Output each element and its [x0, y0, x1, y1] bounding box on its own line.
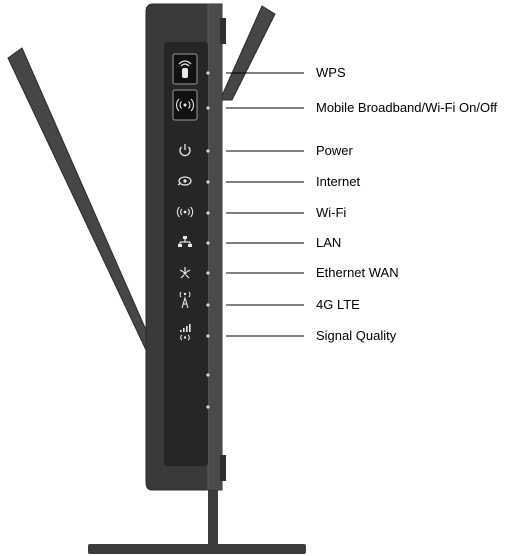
- callout-label: Wi-Fi: [316, 205, 347, 220]
- callout-label: Mobile Broadband/Wi-Fi On/Off: [316, 100, 498, 115]
- led-wps: [206, 71, 210, 75]
- wps-button-icon: [178, 60, 192, 78]
- right-antenna: [219, 5, 276, 101]
- led-unlabeled-2: [206, 405, 210, 409]
- led-signal-quality: [206, 334, 210, 338]
- callout-label: WPS: [316, 65, 346, 80]
- callout-label: 4G LTE: [316, 297, 360, 312]
- callout-label: Internet: [316, 174, 361, 189]
- led-wifi: [206, 211, 210, 215]
- callout-label: Power: [316, 143, 353, 158]
- internet-icon: [177, 176, 192, 186]
- callout-label: Ethernet WAN: [316, 265, 399, 280]
- hinge-top: [220, 18, 226, 44]
- lte-icon: [179, 291, 191, 309]
- wifi-toggle-button-icon: [175, 98, 195, 112]
- callout-label: LAN: [316, 235, 342, 250]
- led-wifi-toggle: [206, 106, 210, 110]
- wifi-toggle-button[interactable]: [172, 89, 198, 121]
- led-internet: [206, 180, 210, 184]
- left-antenna: [7, 47, 147, 351]
- led-power: [206, 149, 210, 153]
- router-side-edge: [208, 4, 222, 490]
- power-icon: [179, 144, 191, 157]
- front-panel: [164, 42, 208, 466]
- callout-label: Signal Quality: [316, 328, 397, 343]
- callout-lines: [226, 72, 304, 337]
- ethernet-wan-icon: [179, 267, 191, 279]
- led-unlabeled-1: [206, 373, 210, 377]
- led-ethernet-wan: [206, 271, 210, 275]
- stand-base: [88, 544, 306, 554]
- signal-quality-icon: [180, 324, 191, 341]
- lan-icon: [178, 236, 192, 247]
- hinge-bottom: [220, 455, 226, 481]
- led-lte: [206, 303, 210, 307]
- led-indicators: [206, 71, 210, 409]
- stand-neck: [208, 488, 218, 548]
- wifi-icon: [176, 206, 194, 218]
- led-lan: [206, 241, 210, 245]
- wps-button[interactable]: [172, 53, 198, 85]
